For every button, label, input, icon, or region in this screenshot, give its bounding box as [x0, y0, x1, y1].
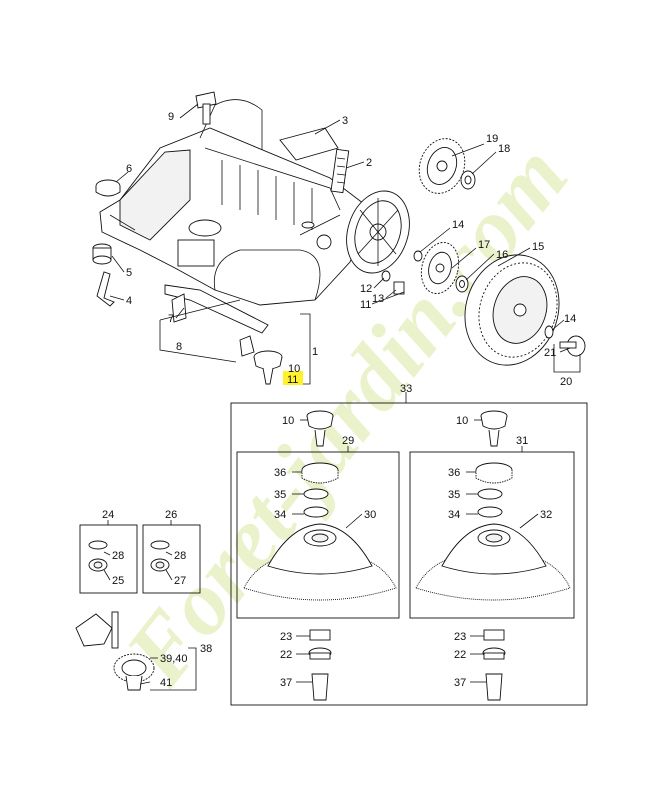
- label-18: 18: [498, 143, 510, 155]
- leader-lines: [103, 103, 581, 691]
- label-38: 38: [200, 643, 212, 655]
- label-35a: 35: [274, 489, 286, 501]
- part-10-brush-hub: [253, 350, 283, 385]
- part-6-cap: [95, 179, 121, 197]
- callout-labels: 1 2 3 4 5 6 7 8 9 10 11 12 13 11 14 14 1…: [102, 111, 576, 689]
- label-9: 9: [168, 111, 174, 123]
- label-36a: 36: [274, 467, 286, 479]
- kit-box-26: [142, 524, 201, 594]
- gear-16: [420, 242, 460, 294]
- part-21-axle-bolt: [559, 335, 586, 357]
- label-10a: 10: [282, 415, 294, 427]
- label-14b: 14: [564, 313, 576, 325]
- label-31: 31: [516, 435, 528, 447]
- label-37b: 37: [454, 677, 466, 689]
- label-27: 27: [174, 575, 186, 587]
- part-17-pinion: [455, 275, 469, 293]
- label-35b: 35: [448, 489, 460, 501]
- label-14a: 14: [452, 219, 464, 231]
- label-15: 15: [532, 241, 544, 253]
- brush-assembly-box-33: [230, 402, 588, 706]
- label-6: 6: [126, 163, 132, 175]
- sweeper-housing: [99, 99, 373, 306]
- label-4: 4: [126, 295, 132, 307]
- label-22a: 22: [280, 649, 292, 661]
- label-30: 30: [364, 509, 376, 521]
- label-24: 24: [102, 509, 114, 521]
- label-25: 25: [112, 575, 124, 587]
- label-11: 11: [287, 374, 298, 386]
- brush-right-box-31: [409, 451, 575, 619]
- drive-wheel-left: [346, 190, 410, 274]
- part-18-pinion: [460, 170, 476, 190]
- label-32: 32: [540, 509, 552, 521]
- label-21: 21: [544, 347, 556, 359]
- label-34b: 34: [448, 509, 460, 521]
- label-3: 3: [342, 115, 348, 127]
- gear-19: [418, 138, 466, 194]
- label-39-40: 39,40: [160, 653, 188, 665]
- kit-26-parts: [150, 540, 170, 572]
- part-3-cover: [279, 127, 339, 161]
- label-34a: 34: [274, 509, 286, 521]
- label-12: 12: [360, 283, 372, 295]
- part-5-roller: [92, 243, 112, 265]
- kit-box-24: [79, 524, 138, 594]
- label-16: 16: [496, 249, 508, 261]
- part-38-assembly: [75, 611, 155, 691]
- label-28a: 28: [112, 550, 124, 562]
- label-20: 20: [560, 376, 572, 388]
- part-9-knob: [195, 91, 217, 125]
- label-36b: 36: [448, 467, 460, 479]
- highlight-part-11: [283, 371, 303, 385]
- label-7: 7: [168, 313, 174, 325]
- part-14-washer-b: [544, 325, 554, 339]
- label-23a: 23: [280, 631, 292, 643]
- label-5: 5: [126, 267, 132, 279]
- label-19: 19: [486, 133, 498, 145]
- brush-left-assembly: [243, 410, 397, 701]
- label-10: 10: [288, 363, 300, 375]
- part-14-washer-a: [413, 250, 423, 262]
- label-23b: 23: [454, 631, 466, 643]
- label-41: 41: [160, 677, 172, 689]
- label-29: 29: [342, 435, 354, 447]
- label-26: 26: [165, 509, 177, 521]
- kit-24-parts: [88, 540, 108, 572]
- label-22b: 22: [454, 649, 466, 661]
- label-33: 33: [400, 383, 412, 395]
- label-8: 8: [176, 341, 182, 353]
- label-37a: 37: [280, 677, 292, 689]
- label-2: 2: [366, 157, 372, 169]
- part-12-washer: [381, 270, 391, 282]
- part-2-strip: [330, 148, 350, 194]
- label-11b: 11: [360, 299, 371, 311]
- brush-right-assembly: [415, 410, 571, 701]
- part-7-8-strip: [164, 284, 269, 357]
- label-28b: 28: [174, 550, 186, 562]
- label-10b: 10: [456, 415, 468, 427]
- brush-left-box-29: [236, 451, 400, 619]
- label-17: 17: [478, 239, 490, 251]
- wheel-15: [464, 254, 560, 366]
- label-13: 13: [372, 293, 384, 305]
- label-1: 1: [312, 346, 318, 358]
- part-4-bracket: [96, 271, 115, 307]
